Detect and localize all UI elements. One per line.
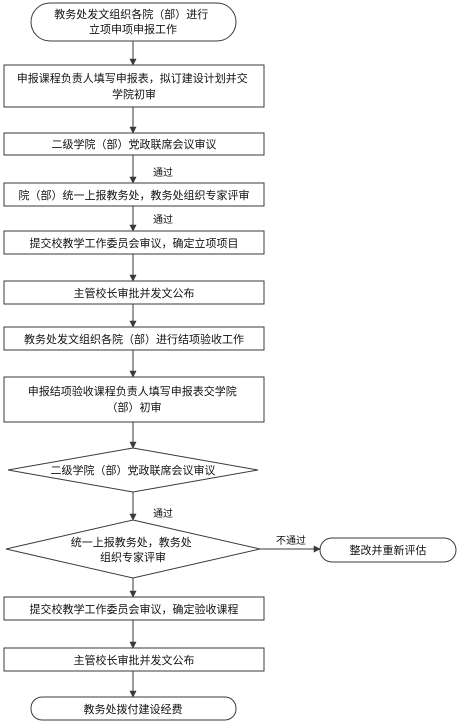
node-n11-line-1: 整改并重新评估: [350, 543, 427, 557]
node-n4-text: 院（部）统一上报教务处，教务处组织专家评审: [19, 188, 250, 202]
node-n9-line-1: 二级学院（部）党政联席会议审议: [51, 463, 216, 477]
node-n13-text: 主管校长审批并发文公布: [74, 653, 195, 667]
edge-label-pass-3: 通过: [153, 507, 173, 520]
node-n4: 院（部）统一上报教务处，教务处组织专家评审: [3, 182, 265, 207]
edge-label-pass-2: 通过: [153, 213, 173, 226]
node-n8-line-2: （部）初审: [107, 400, 162, 414]
node-n11: 整改并重新评估: [319, 537, 457, 563]
edges: [129, 41, 321, 698]
node-n13-shape: [3, 647, 265, 672]
node-n6: 主管校长审批并发文公布: [3, 280, 265, 305]
node-n2: 申报课程负责人填写申报表，拟订建设计划并交 学院初审: [3, 64, 265, 108]
node-n4-line-1: 院（部）统一上报教务处，教务处组织专家评审: [19, 188, 250, 202]
edge-label-fail: 不通过: [276, 534, 306, 547]
node-n9-shape: [7, 447, 259, 493]
node-n2-line-2: 学院初审: [112, 87, 156, 101]
node-n7-text: 教务处发文组织各院（部）进行结项验收工作: [24, 332, 244, 346]
edge-labels: 通过 通过 通过 不通过: [153, 166, 306, 547]
node-n14-line-1: 教务处拨付建设经费: [84, 702, 183, 716]
node-n13-line-1: 主管校长审批并发文公布: [74, 653, 195, 667]
node-n7: 教务处发文组织各院（部）进行结项验收工作: [3, 326, 265, 351]
node-n10-text: 统一上报教务处，教务处 组织专家评审: [71, 535, 196, 564]
node-n7-shape: [3, 326, 265, 351]
node-n11-shape: [319, 537, 457, 563]
node-n12-text: 提交校教学工作委员会审议，确定验收课程: [30, 602, 239, 616]
node-n3-text: 二级学院（部）党政联席会议审议: [52, 137, 217, 151]
node-n5-text: 提交校教学工作委员会审议，确定立项项目: [30, 236, 239, 250]
node-n2-text: 申报课程负责人填写申报表，拟订建设计划并交 学院初审: [17, 71, 252, 101]
node-n1-text: 教务处发文组织各院（部）进行 立项申项申报工作: [54, 7, 212, 36]
node-n5: 提交校教学工作委员会审议，确定立项项目: [3, 230, 265, 255]
node-n2-line-1: 申报课程负责人填写申报表，拟订建设计划并交: [17, 71, 248, 85]
node-n1: 教务处发文组织各院（部）进行 立项申项申报工作: [30, 2, 237, 42]
node-n13: 主管校长审批并发文公布: [3, 647, 265, 672]
node-n5-line-1: 提交校教学工作委员会审议，确定立项项目: [30, 236, 239, 250]
node-n6-shape: [3, 280, 265, 305]
node-n8: 申报结项验收课程负责人填写申报表交学院 （部）初审: [3, 376, 265, 423]
node-n10-line-1: 统一上报教务处，教务处: [71, 535, 192, 549]
node-n1-line-1: 教务处发文组织各院（部）进行: [54, 7, 208, 21]
node-n8-line-1: 申报结项验收课程负责人填写申报表交学院: [28, 384, 237, 398]
node-n8-text: 申报结项验收课程负责人填写申报表交学院 （部）初审: [28, 384, 241, 414]
node-n10-line-2: 组织专家评审: [100, 550, 166, 564]
node-n9-text: 二级学院（部）党政联席会议审议: [51, 463, 216, 477]
node-n10: 统一上报教务处，教务处 组织专家评审: [5, 519, 261, 579]
node-n11-text: 整改并重新评估: [350, 543, 427, 557]
node-n12: 提交校教学工作委员会审议，确定验收课程: [3, 596, 265, 621]
node-n3: 二级学院（部）党政联席会议审议: [3, 132, 265, 156]
node-n14-text: 教务处拨付建设经费: [84, 702, 183, 716]
node-n3-line-1: 二级学院（部）党政联席会议审议: [52, 137, 217, 151]
node-n1-shape: [30, 2, 237, 42]
node-n10-shape: [5, 519, 261, 579]
node-n4-shape: [3, 182, 265, 207]
node-n9: 二级学院（部）党政联席会议审议: [7, 447, 259, 493]
node-n8-shape: [3, 376, 265, 423]
node-n14: 教务处拨付建设经费: [30, 696, 237, 721]
node-n12-shape: [3, 596, 265, 621]
node-n3-shape: [3, 132, 265, 156]
node-n14-shape: [30, 696, 237, 721]
node-n2-shape: [3, 64, 265, 108]
node-n6-line-1: 主管校长审批并发文公布: [74, 286, 195, 300]
edge-label-pass-1: 通过: [153, 166, 173, 179]
node-n5-shape: [3, 230, 265, 255]
node-n1-line-2: 立项申项申报工作: [89, 22, 177, 36]
node-n6-text: 主管校长审批并发文公布: [74, 286, 195, 300]
node-n7-line-1: 教务处发文组织各院（部）进行结项验收工作: [24, 332, 244, 346]
node-n12-line-1: 提交校教学工作委员会审议，确定验收课程: [30, 602, 239, 616]
